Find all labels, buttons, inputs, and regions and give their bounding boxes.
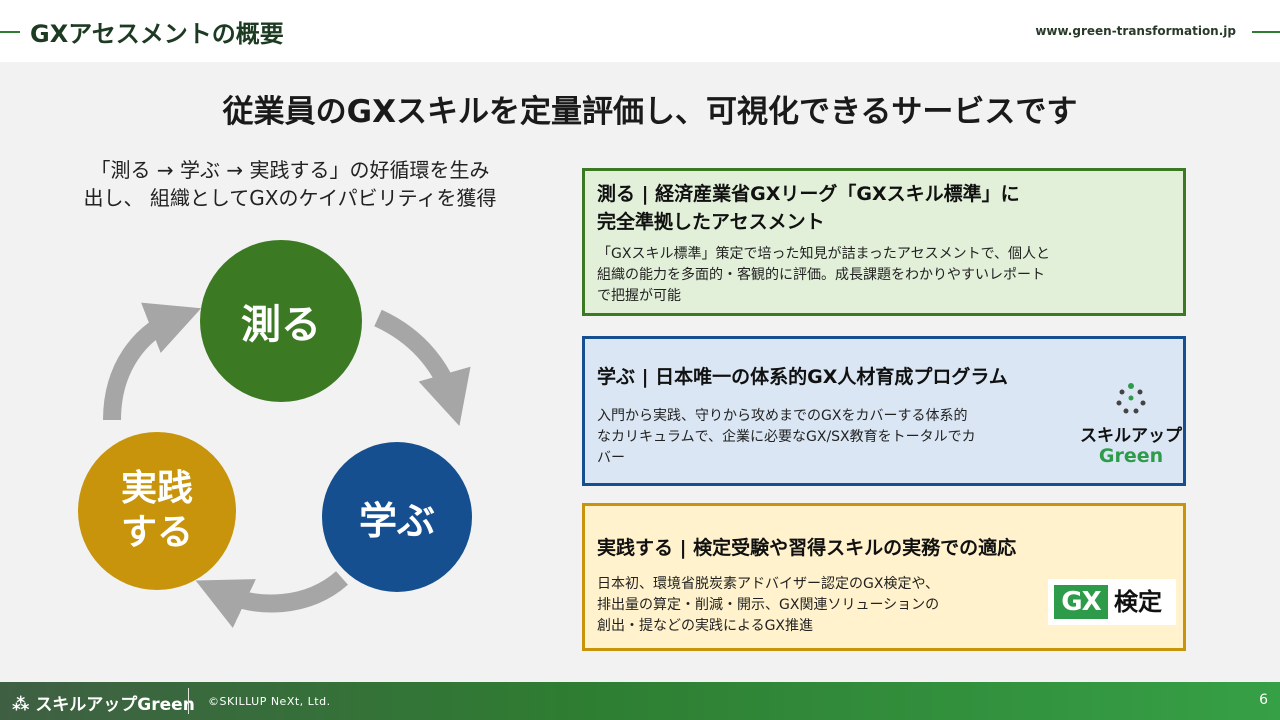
- card-learn-body: 入門から実践、守りから攻めまでのGXをカバーする体系的 なカリキュラムで、企業に…: [597, 406, 1067, 469]
- cycle-arrows: [103, 302, 471, 628]
- footer-divider: [188, 688, 189, 714]
- card-learn-title: 学ぶ | 日本唯一の体系的GX人材育成プログラム: [597, 366, 1008, 388]
- site-url[interactable]: www.green-transformation.jp: [1035, 24, 1236, 38]
- arrow-measure-to-learn: [374, 309, 471, 426]
- headline: 従業員のGXスキルを定量評価し、可視化できるサービスです: [222, 94, 1078, 130]
- gx-kentei-badge: GX 検定: [1048, 579, 1176, 625]
- card-measure-body-line-3: で把握が可能: [597, 288, 681, 304]
- header: GXアセスメントの概要 www.green-transformation.jp: [0, 0, 1280, 62]
- sparkle-icon: ⁂: [12, 695, 30, 715]
- footer-copyright: ©SKILLUP NeXt, Ltd.: [208, 695, 331, 708]
- card-measure-body-line-1: 「GXスキル標準」策定で培った知見が詰まったアセスメントで、個人と: [597, 246, 1051, 262]
- skillup-green-logo: スキルアップ Green: [1075, 381, 1187, 466]
- card-measure-body-line-2: 組織の能力を多面的・客観的に評価。成長課題をわかりやすいレポート: [597, 267, 1045, 283]
- footer: ⁂ スキルアップGreen ©SKILLUP NeXt, Ltd. 6: [0, 682, 1280, 720]
- card-learn-body-line-3: バー: [597, 450, 625, 466]
- card-measure: 測る | 経済産業省GXリーグ「GXスキル標準」に 完全準拠したアセスメント 「…: [582, 168, 1186, 316]
- card-practice-body-line-2: 排出量の算定・削減・開示、GX関連ソリューションの: [597, 597, 940, 613]
- card-practice-title: 実践する | 検定受験や習得スキルの実務での適応: [597, 537, 1017, 559]
- subline: 「測る → 学ぶ → 実践する」の好循環を生み 出し、 組織としてGXのケイパビ…: [30, 156, 550, 212]
- kentei-text: 検定: [1114, 588, 1162, 616]
- card-practice-body: 日本初、環境省脱炭素アドバイザー認定のGX検定や、 排出量の算定・削減・開示、G…: [597, 574, 1037, 637]
- measure-circle: 測る: [200, 240, 362, 402]
- logo-text-line-2: Green: [1098, 445, 1164, 467]
- measure-label: 測る: [241, 302, 321, 348]
- footer-brand-text: スキルアップGreen: [35, 695, 195, 715]
- card-practice: 実践する | 検定受験や習得スキルの実務での適応 日本初、環境省脱炭素アドバイザ…: [582, 503, 1186, 651]
- practice-label-line-2: する: [120, 512, 193, 553]
- practice-label-line-1: 実践: [120, 468, 193, 509]
- subline-line-2: 出し、 組織としてGXのケイパビリティを獲得: [83, 186, 497, 210]
- footer-brand: ⁂ スキルアップGreen: [12, 690, 195, 715]
- card-practice-body-line-1: 日本初、環境省脱炭素アドバイザー認定のGX検定や、: [597, 576, 940, 592]
- cycle-diagram: 測る 学ぶ 実践 する: [60, 240, 500, 640]
- page-number: 6: [1259, 692, 1268, 708]
- logo-text-line-1: スキルアップ: [1080, 426, 1182, 446]
- card-practice-body-line-3: 創出・提などの実践によるGX推進: [597, 618, 814, 634]
- header-accent-line-right: [1252, 31, 1280, 33]
- card-learn-body-line-1: 入門から実践、守りから攻めまでのGXをカバーする体系的: [597, 408, 968, 424]
- header-accent-line-left: [0, 31, 20, 33]
- practice-circle: 実践 する: [78, 432, 236, 590]
- card-measure-title-line-2: 完全準拠したアセスメント: [597, 211, 825, 233]
- card-measure-title-line-1: 測る | 経済産業省GXリーグ「GXスキル標準」に: [597, 183, 1020, 205]
- subline-line-1: 「測る → 学ぶ → 実践する」の好循環を生み: [90, 158, 490, 182]
- learn-circle: 学ぶ: [322, 442, 472, 592]
- card-measure-body: 「GXスキル標準」策定で培った知見が詰まったアセスメントで、個人と 組織の能力を…: [597, 244, 1157, 307]
- dots-icon: [1116, 383, 1146, 414]
- card-learn: 学ぶ | 日本唯一の体系的GX人材育成プログラム 入門から実践、守りから攻めまで…: [582, 336, 1186, 486]
- card-learn-body-line-2: なカリキュラムで、企業に必要なGX/SX教育をトータルでカ: [597, 429, 976, 445]
- arrow-learn-to-practice: [195, 571, 348, 628]
- gx-mark: GX: [1054, 585, 1108, 619]
- arrow-practice-to-measure: [103, 302, 202, 421]
- card-measure-title: 測る | 経済産業省GXリーグ「GXスキル標準」に 完全準拠したアセスメント: [597, 180, 1117, 236]
- page-title: GXアセスメントの概要: [30, 20, 284, 48]
- learn-label: 学ぶ: [358, 498, 435, 543]
